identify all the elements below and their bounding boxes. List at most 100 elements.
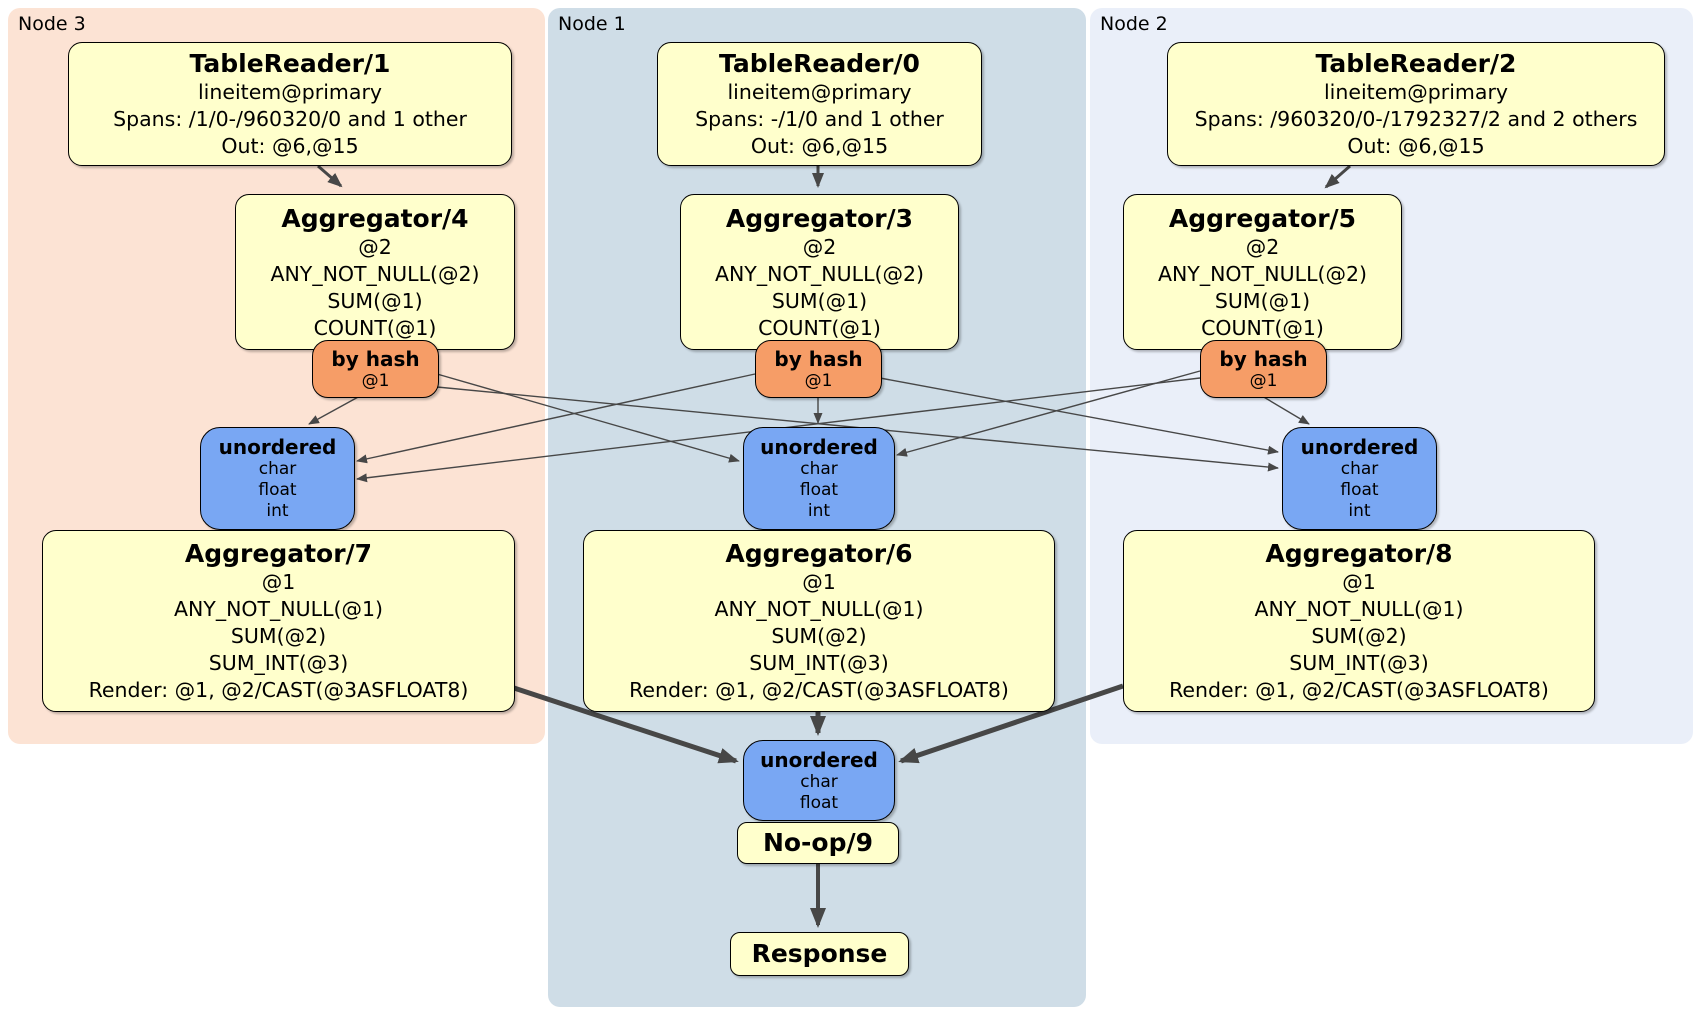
processor-title: Response [751,939,888,968]
processor-render: Render: @1, @2/CAST(@3ASFLOAT8) [88,678,469,702]
processor-index: lineitem@primary [197,80,383,104]
processor-aggregator-3: Aggregator/3 @2 ANY_NOT_NULL(@2) SUM(@1)… [680,194,959,350]
panel-node3-label: Node 3 [18,13,86,35]
sync-type: float [799,792,839,813]
panel-node1-label: Node 1 [558,13,626,35]
sync-type: char [800,771,838,792]
edge-hash-n3-to-sync-n1 [436,373,740,463]
edge-hash-n1-to-sync-n2 [879,377,1279,455]
edge-hash-n2-to-sync-n1 [896,370,1201,457]
processor-out: Out: @6,@15 [1347,134,1485,158]
processor-index: lineitem@primary [727,80,912,104]
processor-out: Out: @6,@15 [221,134,359,158]
sync-type: int [807,501,831,521]
edge-tablereader2-aggregator5 [1324,164,1351,189]
processor-title: TableReader/0 [719,49,920,78]
router-columns: @1 [1249,371,1278,391]
sync-title: unordered [1300,435,1419,459]
edge-aggregator8-final-sync [898,683,1124,764]
sync-unordered-node1: unordered char float int [743,427,895,530]
edge-hash-n2-to-sync-n2 [1261,395,1310,425]
router-by-hash-node1: by hash @1 [755,340,882,398]
processor-render: Render: @1, @2/CAST(@3ASFLOAT8) [629,678,1009,702]
sync-type: int [1348,501,1371,521]
router-columns: @1 [804,371,833,391]
processor-aggfn: COUNT(@1) [313,315,437,340]
processor-spans: Spans: /960320/0-/1792327/2 and 2 others [1194,107,1638,131]
processor-render: Render: @1, @2/CAST(@3ASFLOAT8) [1169,678,1549,702]
sync-type: int [266,501,289,521]
sync-title: unordered [218,435,337,459]
processor-title: Aggregator/6 [725,539,913,568]
processor-aggregator-6: Aggregator/6 @1 ANY_NOT_NULL(@1) SUM(@2)… [583,530,1055,712]
sync-type: float [799,480,839,500]
processor-aggfn: SUM_INT(@3) [1289,651,1429,675]
router-by-hash-node3: by hash @1 [312,340,439,398]
router-title: by hash [1219,347,1308,371]
processor-tablereader-1: TableReader/1 lineitem@primary Spans: /1… [68,42,512,166]
processor-tablereader-0: TableReader/0 lineitem@primary Spans: -/… [657,42,982,166]
processor-aggfn: SUM(@2) [1311,624,1407,648]
edge-tablereader1-aggregator4 [317,164,343,188]
sync-title: unordered [760,747,878,772]
edge-hash-n1-to-sync-n3 [356,373,756,464]
processor-aggregator-4: Aggregator/4 @2 ANY_NOT_NULL(@2) SUM(@1)… [235,194,515,350]
processor-title: Aggregator/4 [281,203,469,233]
processor-index: lineitem@primary [1323,80,1509,104]
processor-title: Aggregator/3 [725,203,914,233]
processor-noop-9: No-op/9 [737,822,899,864]
processor-aggregator-5: Aggregator/5 @2 ANY_NOT_NULL(@2) SUM(@1)… [1123,194,1402,350]
processor-title: Aggregator/5 [1168,203,1357,233]
processor-title: TableReader/1 [189,49,391,78]
sync-unordered-node2: unordered char float int [1282,427,1437,530]
processor-groupcols: @2 [1245,234,1280,259]
processor-aggfn: SUM_INT(@3) [208,651,349,675]
router-by-hash-node2: by hash @1 [1200,340,1327,398]
processor-aggfn: COUNT(@1) [1201,315,1324,340]
router-title: by hash [331,347,420,371]
processor-aggregator-8: Aggregator/8 @1 ANY_NOT_NULL(@1) SUM(@2)… [1123,530,1595,712]
processor-aggregator-7: Aggregator/7 @1 ANY_NOT_NULL(@1) SUM(@2)… [42,530,515,712]
processor-aggfn: ANY_NOT_NULL(@2) [714,261,925,286]
processor-aggfn: SUM(@1) [771,288,868,313]
processor-aggfn: ANY_NOT_NULL(@1) [1254,597,1464,621]
processor-aggfn: SUM_INT(@3) [749,651,889,675]
router-columns: @1 [361,371,390,391]
edge-hash-n3-to-sync-n3 [308,395,361,425]
processor-aggfn: COUNT(@1) [758,315,881,340]
edge-aggregator7-final-sync [513,685,739,764]
processor-aggfn: ANY_NOT_NULL(@1) [173,597,384,621]
sync-type: float [1340,480,1379,500]
sync-type: char [800,459,838,479]
processor-title: No-op/9 [762,828,874,857]
sync-type: char [258,459,297,479]
sync-type: char [1340,459,1379,479]
processor-aggfn: ANY_NOT_NULL(@2) [270,261,480,286]
processor-groupcols: @2 [802,234,837,259]
processor-aggfn: ANY_NOT_NULL(@1) [714,597,924,621]
processor-groupcols: @1 [261,570,296,594]
processor-groupcols: @2 [358,234,392,259]
processor-tablereader-2: TableReader/2 lineitem@primary Spans: /9… [1167,42,1665,166]
processor-aggfn: SUM(@1) [327,288,423,313]
processor-aggfn: SUM(@2) [230,624,327,648]
sync-title: unordered [760,435,878,459]
processor-title: Aggregator/7 [184,539,373,568]
processor-title: Aggregator/8 [1265,539,1453,568]
panel-node2-label: Node 2 [1100,13,1168,35]
processor-aggfn: SUM(@2) [771,624,867,648]
sync-unordered-final: unordered char float [743,740,895,821]
sync-type: float [258,480,297,500]
processor-spans: Spans: -/1/0 and 1 other [695,107,944,131]
processor-title: TableReader/2 [1315,49,1517,78]
processor-groupcols: @1 [1342,570,1376,594]
processor-out: Out: @6,@15 [750,134,889,158]
processor-groupcols: @1 [802,570,836,594]
router-title: by hash [774,347,863,371]
sync-unordered-node3: unordered char float int [200,427,355,530]
processor-aggfn: ANY_NOT_NULL(@2) [1157,261,1368,286]
processor-spans: Spans: /1/0-/960320/0 and 1 other [113,107,467,131]
processor-aggfn: SUM(@1) [1214,288,1311,313]
